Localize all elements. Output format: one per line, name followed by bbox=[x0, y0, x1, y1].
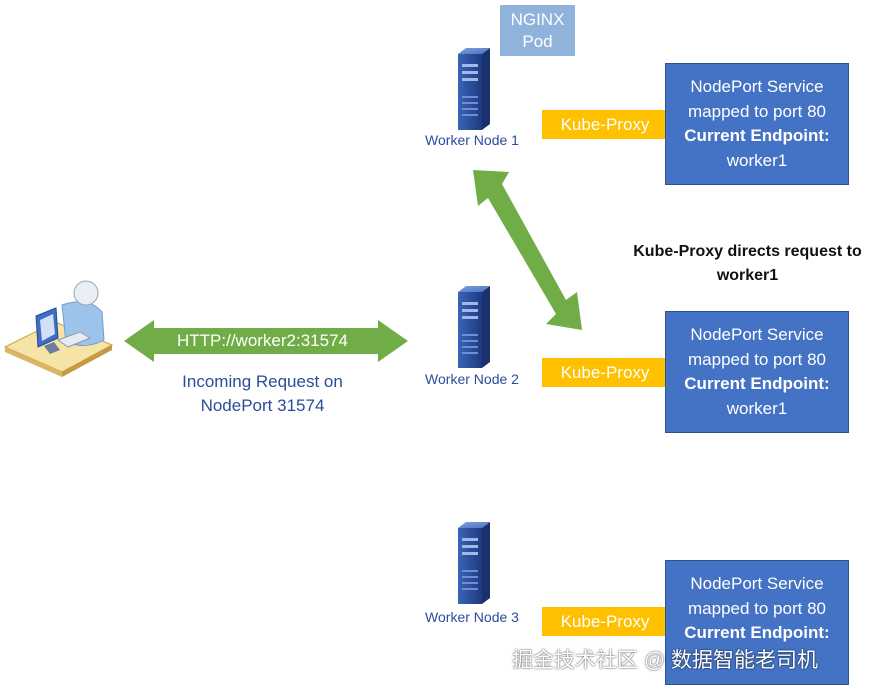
kube-proxy-box-1: Kube-Proxy bbox=[542, 110, 668, 139]
service-endpoint-label: Current Endpoint: bbox=[684, 374, 830, 393]
request-arrow bbox=[124, 320, 408, 362]
nginx-pod-line1: NGINX bbox=[510, 9, 565, 29]
callout-line1: Kube-Proxy directs request to bbox=[633, 243, 862, 260]
kube-proxy-box-2: Kube-Proxy bbox=[542, 358, 668, 387]
request-url-label: HTTP://worker2:31574 bbox=[176, 331, 348, 350]
kube-proxy-box-3: Kube-Proxy bbox=[542, 607, 668, 636]
redirect-arrow bbox=[473, 170, 582, 330]
incoming-caption-line2: NodePort 31574 bbox=[200, 396, 325, 415]
callout-line2: worker1 bbox=[716, 267, 779, 284]
service-line1: NodePort Service bbox=[690, 325, 824, 344]
nodeport-service-box-1: NodePort Service mapped to port 80 Curre… bbox=[665, 63, 849, 185]
service-endpoint-label: Current Endpoint: bbox=[684, 623, 830, 642]
server-tower-icon bbox=[458, 522, 490, 604]
service-line1: NodePort Service bbox=[690, 77, 824, 96]
service-line2: mapped to port 80 bbox=[688, 349, 826, 369]
kube-proxy-callout: Kube-Proxy directs request to worker1 bbox=[610, 240, 878, 288]
service-line1: NodePort Service bbox=[690, 574, 824, 593]
service-endpoint-value: worker1 bbox=[726, 150, 788, 170]
worker-node-1-label: Worker Node 1 bbox=[425, 132, 519, 148]
worker-node-2-label: Worker Node 2 bbox=[425, 371, 519, 387]
watermark-text: 掘金技术社区 @ 数据智能老司机 bbox=[512, 649, 818, 672]
server-tower-icon bbox=[458, 286, 490, 368]
worker-node-3-label: Worker Node 3 bbox=[425, 609, 519, 625]
nginx-pod-line2: Pod bbox=[522, 31, 553, 51]
service-line2: mapped to port 80 bbox=[688, 101, 826, 121]
service-endpoint-value: worker1 bbox=[726, 398, 788, 418]
nginx-pod-box: NGINX Pod bbox=[500, 5, 575, 56]
server-tower-icon bbox=[458, 48, 490, 130]
incoming-request-caption: Incoming Request on NodePort 31574 bbox=[150, 370, 375, 418]
service-endpoint-label: Current Endpoint: bbox=[684, 126, 830, 145]
incoming-caption-line1: Incoming Request on bbox=[182, 372, 343, 391]
user-at-computer-icon bbox=[3, 280, 114, 377]
service-line2: mapped to port 80 bbox=[688, 598, 826, 618]
nodeport-service-box-3: NodePort Service mapped to port 80 Curre… bbox=[665, 560, 849, 685]
nodeport-service-box-2: NodePort Service mapped to port 80 Curre… bbox=[665, 311, 849, 433]
